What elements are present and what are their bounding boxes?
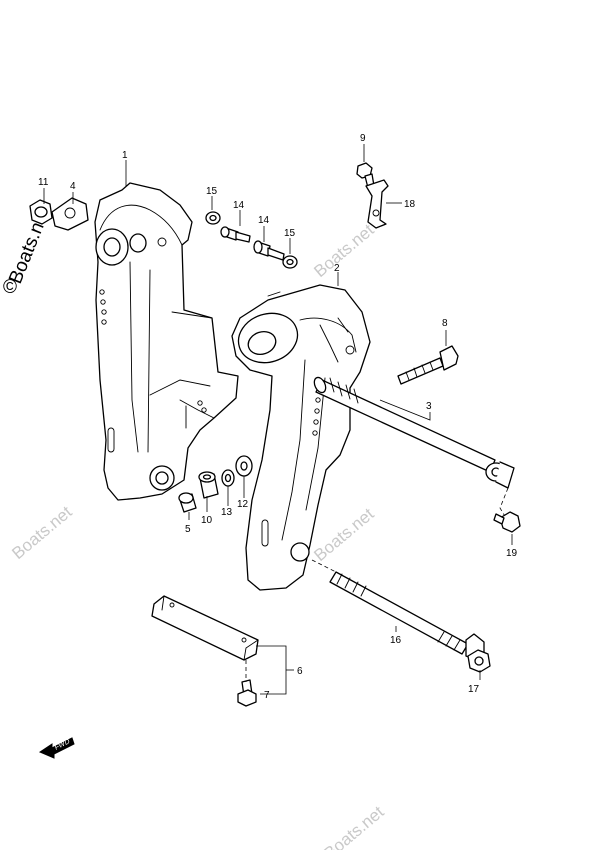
shaft-to-bolt-19-dash	[499, 487, 509, 519]
plate-4	[51, 197, 89, 231]
callout-19: 19	[506, 548, 518, 559]
clamp-bracket-starboard	[231, 284, 371, 591]
bolt-8	[397, 345, 459, 385]
callout-14-upper: 14	[233, 200, 245, 211]
callout-14-lower: 14	[258, 215, 270, 226]
callout-8: 8	[442, 318, 448, 329]
callout-5: 5	[185, 524, 191, 535]
washer-12	[235, 455, 253, 477]
callout-15-lower: 15	[284, 228, 296, 239]
bushing-10	[198, 471, 219, 499]
bolt-14-upper	[220, 226, 251, 243]
callout-3: 3	[426, 401, 432, 412]
callout-10: 10	[201, 515, 213, 526]
bolt-16	[329, 571, 485, 661]
clamp-bracket-port	[94, 182, 239, 501]
callout-18: 18	[404, 199, 416, 210]
callout-13: 13	[221, 507, 233, 518]
callout-11: 11	[38, 177, 49, 188]
nut-11	[29, 199, 53, 225]
callout-2: 2	[334, 263, 340, 274]
clamp-shaft	[313, 376, 515, 489]
bolt-19	[493, 511, 521, 533]
watermark-faint-text: Boats.net	[320, 802, 387, 850]
callout-15-upper: 15	[206, 186, 218, 197]
spacer-plate-6	[151, 595, 259, 661]
callout-1: 1	[122, 150, 128, 161]
callouts: 1 2 3 4 5 6 7 8 9 10 11 12 13 14 14 15 1…	[38, 133, 518, 701]
watermark-faint-4: Boats.net	[320, 802, 387, 850]
callout-4: 4	[70, 181, 76, 192]
watermark-faint-text: Boats.net	[310, 504, 377, 565]
callout-6: 6	[297, 666, 303, 677]
watermark-faint-2: Boats.net	[8, 502, 75, 563]
collar-5	[178, 492, 197, 513]
washer-15-lower	[282, 255, 298, 269]
washer-15-upper	[205, 211, 221, 225]
callout-7: 7	[264, 690, 270, 701]
callout-17: 17	[468, 684, 480, 695]
clip-18	[365, 179, 389, 229]
callout-16: 16	[390, 635, 402, 646]
watermark-faint-3: Boats.net	[310, 504, 377, 565]
watermark-faint-1: Boats.net	[310, 220, 377, 281]
leader-lines	[43, 144, 513, 695]
bolt-14-lower	[253, 240, 285, 261]
fwd-arrow: FWD	[38, 737, 75, 759]
watermark-faint-text: Boats.net	[310, 220, 377, 281]
bolt-7	[237, 679, 257, 707]
callout-12: 12	[237, 499, 249, 510]
copyright-symbol: ©	[3, 277, 17, 298]
washer-13	[221, 469, 235, 487]
callout-9: 9	[360, 133, 366, 144]
watermark-faint-text: Boats.net	[8, 502, 75, 563]
nut-17	[467, 649, 491, 673]
bolt-16-dash	[311, 559, 337, 573]
